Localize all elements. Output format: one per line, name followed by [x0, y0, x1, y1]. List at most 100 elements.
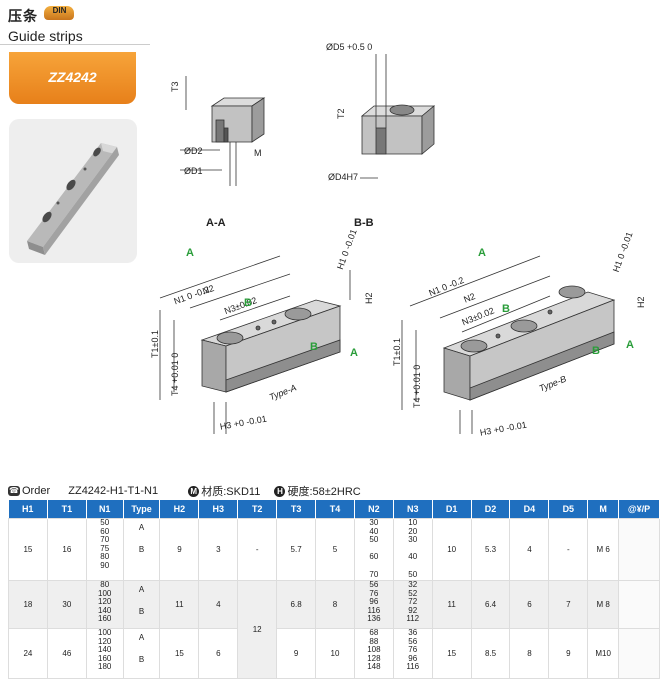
- technical-drawing: T3 ØD2 ØD1 M A-A ØD5 +0.5 0 T2 ØD4H7 B-B: [150, 42, 646, 438]
- arrow-b-a-top: A: [478, 247, 486, 259]
- dim-m: M: [254, 148, 262, 158]
- cell-h1: 15: [8, 518, 48, 581]
- dim-d4: ØD4H7: [328, 172, 358, 182]
- dim-d5: ØD5 +0.5 0: [326, 42, 372, 52]
- cell-t2: -: [237, 518, 278, 581]
- cell-h1: 18: [8, 580, 48, 629]
- cell-d4: 6: [509, 580, 550, 629]
- section-b-b: [360, 54, 436, 179]
- cell-h2: 11: [159, 580, 200, 629]
- col-header: D5: [548, 500, 589, 519]
- cell-t2: 12: [237, 580, 278, 679]
- col-header: M: [587, 500, 619, 519]
- title-cn: 压条: [8, 8, 38, 24]
- cell-t4: 10: [315, 628, 355, 679]
- arrow-b-top: B: [244, 297, 252, 309]
- cell-d5: 7: [548, 580, 589, 629]
- cell-h3: 4: [198, 580, 239, 629]
- product-photo: [9, 119, 137, 263]
- col-header: T3: [276, 500, 317, 519]
- col-header: T4: [315, 500, 355, 519]
- col-header: N2: [354, 500, 394, 519]
- cell-d5: -: [548, 518, 589, 581]
- section-a-label: A-A: [206, 217, 226, 229]
- cell-d1: 11: [431, 580, 472, 629]
- cell-h2: 15: [159, 628, 200, 679]
- type-b-label: Type-B: [538, 374, 568, 394]
- arrow-a-bottom: A: [350, 347, 358, 359]
- cell-d1: 10: [431, 518, 472, 581]
- cell-t1: 16: [46, 518, 87, 581]
- arrow-b-b-top: B: [502, 303, 510, 315]
- table-header-row: H1 T1 N1 Type H2 H3 T2 T3 T4 N2 N3 D1 D2…: [8, 500, 661, 519]
- cell-d2: 5.3: [470, 518, 511, 581]
- cell-m: M 8: [587, 580, 619, 629]
- dim-h3-b: H3 +0 -0.01: [479, 420, 527, 438]
- dim-t3: T3: [170, 81, 180, 92]
- col-header: H2: [159, 500, 200, 519]
- col-header: T2: [237, 500, 278, 519]
- dim-t1-b: T1±0.1: [392, 338, 402, 366]
- col-header: T1: [47, 500, 87, 519]
- din-badge: DIN: [44, 6, 75, 20]
- cell-h1: 24: [8, 628, 48, 679]
- page-header: 压条 DIN Guide strips: [8, 6, 83, 44]
- cell-d5: 9: [548, 628, 589, 679]
- cell-h2: 9: [159, 518, 200, 581]
- col-header: Type: [123, 500, 161, 519]
- hardness: 硬度:58±2HRC: [287, 486, 361, 498]
- dim-t4-b: T4 +0.01 0: [412, 365, 422, 408]
- product-code-tab: ZZ4242: [9, 52, 136, 104]
- order-code: ZZ4242-H1-T1-N1: [68, 485, 159, 497]
- section-a-a: [180, 76, 266, 186]
- cell-price: [617, 580, 661, 629]
- cell-price: [617, 628, 661, 679]
- arrow-b-a-bottom: A: [626, 339, 634, 351]
- col-header: D2: [471, 500, 511, 519]
- cell-d1: 15: [431, 628, 472, 679]
- dim-t1-a: T1±0.1: [150, 330, 160, 358]
- dim-n2-b: N2: [462, 291, 476, 305]
- cell-h3: 6: [198, 628, 239, 679]
- dim-h2-b: H2: [636, 296, 646, 308]
- cell-t4: 8: [315, 580, 355, 629]
- col-header: D4: [509, 500, 550, 519]
- dim-d2: ØD2: [184, 146, 203, 156]
- col-header: @¥/P: [618, 500, 661, 519]
- type-a-view: [159, 255, 351, 434]
- cell-d4: 4: [509, 518, 550, 581]
- cell-t3: 6.8: [276, 580, 317, 629]
- dim-n3-b: N3±0.02: [460, 305, 495, 327]
- arrow-b-bottom: B: [310, 341, 318, 353]
- material: 材质:SKD11: [201, 486, 261, 498]
- cell-d2: 6.4: [470, 580, 511, 629]
- material-icon: M: [188, 485, 200, 497]
- cell-t3: 9: [276, 628, 317, 679]
- cell-d2: 8.5: [470, 628, 511, 679]
- arrow-a-top: A: [186, 247, 194, 259]
- dim-t2: T2: [336, 108, 346, 119]
- arrow-b-b-bottom: B: [592, 345, 600, 357]
- col-header: D1: [432, 500, 472, 519]
- product-code: ZZ4242: [48, 69, 97, 85]
- cell-m: M10: [587, 628, 619, 679]
- hardness-icon: H: [274, 485, 286, 497]
- cell-price: [617, 518, 661, 581]
- col-header: N3: [393, 500, 433, 519]
- dim-n1-b: N1 0 -0.2: [427, 275, 465, 298]
- col-header: H1: [8, 500, 48, 519]
